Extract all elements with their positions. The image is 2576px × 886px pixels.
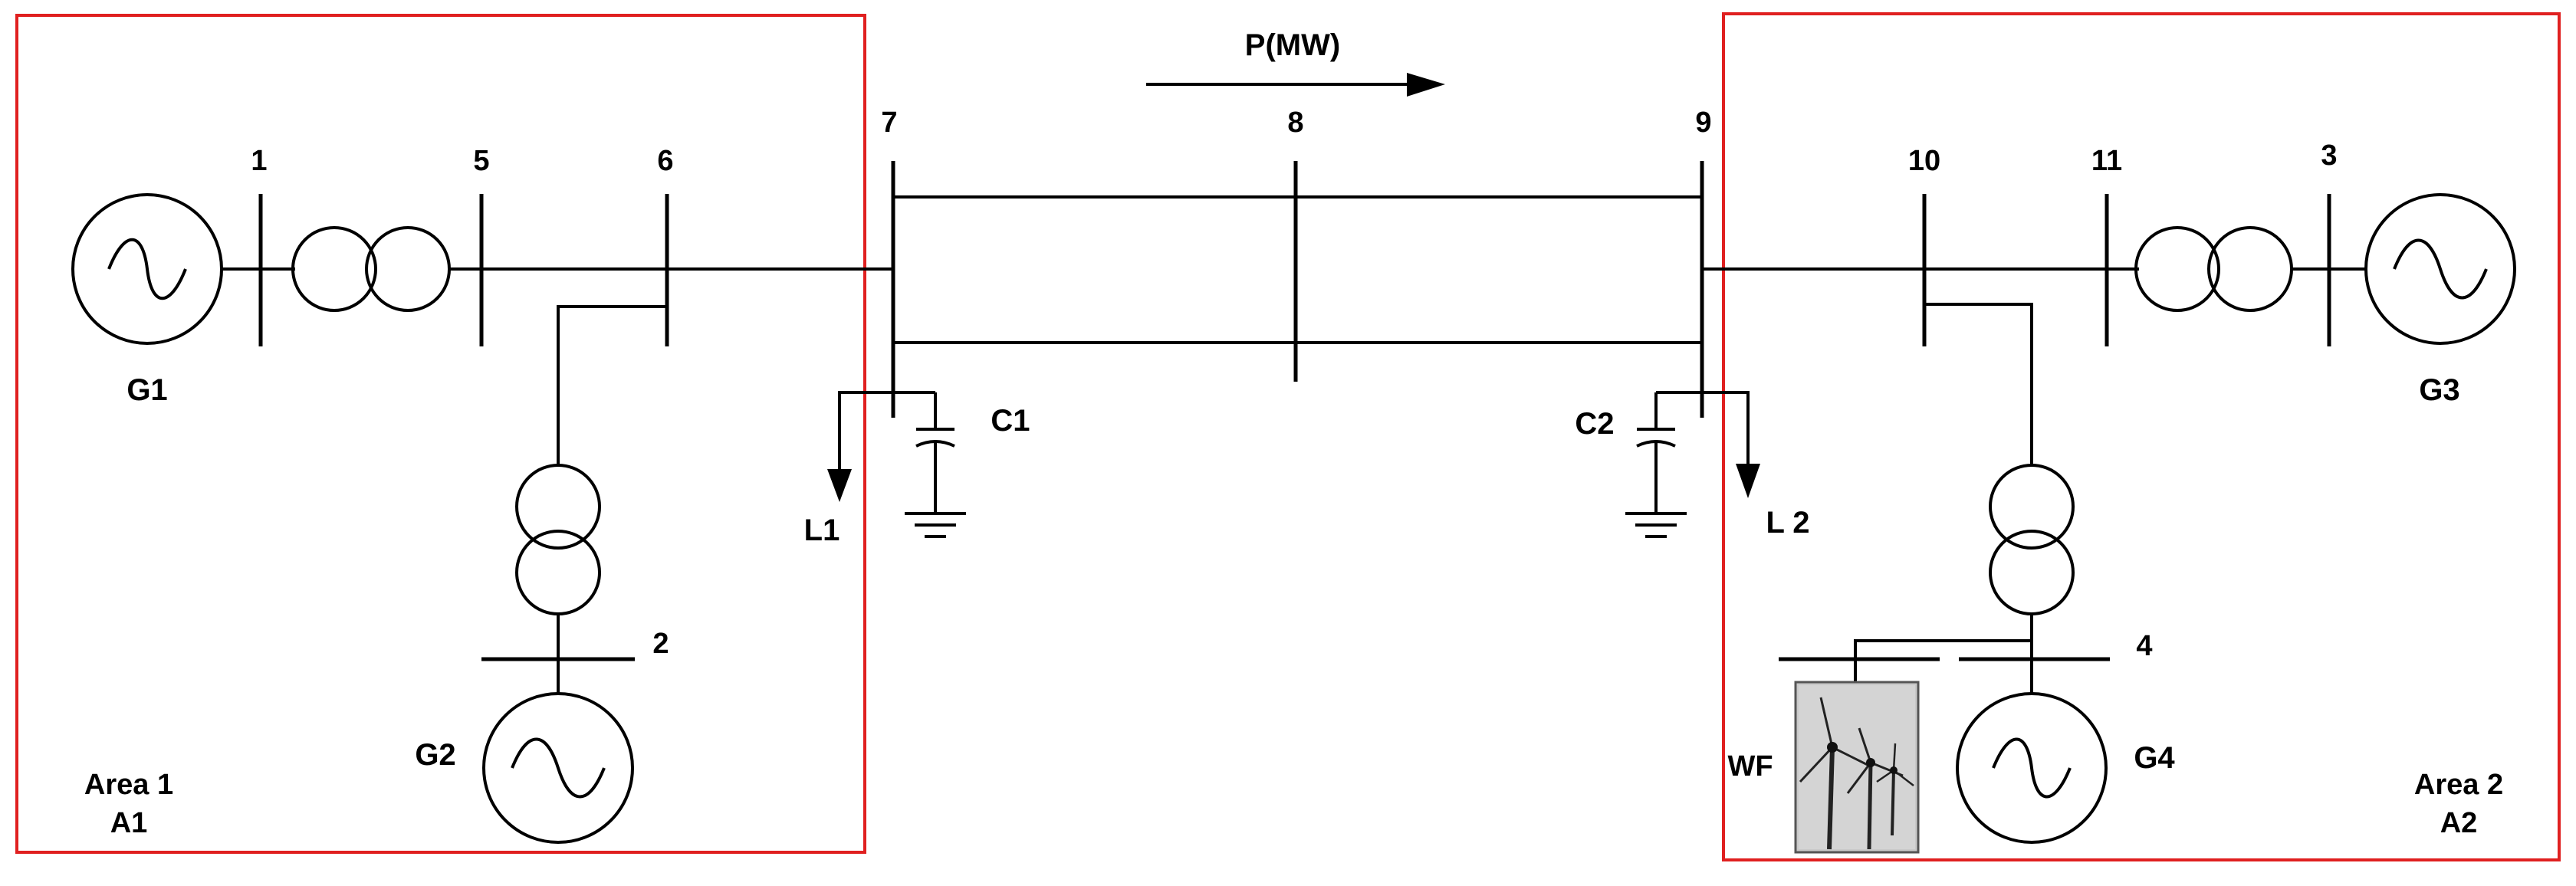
- wind-farm-image: [1794, 681, 1920, 854]
- transformer-t2-symbol: [515, 464, 601, 615]
- bus-1-label: 1: [251, 145, 267, 177]
- generator-g2-label: G2: [415, 738, 455, 772]
- area-2-title: Area 2: [2414, 769, 2503, 801]
- load-l1-label: L1: [804, 514, 840, 547]
- generator-g4-label: G4: [2134, 741, 2175, 775]
- generator-g3-label: G3: [2419, 373, 2459, 407]
- area-2-box: [1722, 12, 2561, 861]
- bus-7-label: 7: [881, 107, 897, 139]
- bus-6-label: 6: [657, 145, 673, 177]
- bus-5-label: 5: [473, 145, 489, 177]
- area-2-code: A2: [2440, 807, 2478, 839]
- transformer-t3-symbol: [2134, 226, 2293, 312]
- power-flow-label: P(MW): [1245, 28, 1340, 62]
- load-l2-label: L 2: [1766, 506, 1809, 540]
- load-l1-lead: [838, 391, 893, 475]
- c1-ground-symbol: [905, 512, 966, 538]
- area-1-box: [15, 14, 866, 854]
- generator-g1-symbol: [71, 193, 223, 345]
- wind-farm-lead: [1854, 639, 2032, 682]
- bus-11-label: 11: [2091, 145, 2122, 177]
- transformer-t4-symbol: [1989, 464, 2075, 615]
- area-1-code: A1: [110, 807, 148, 839]
- bus-2-label: 2: [652, 628, 669, 660]
- bus-4-label: 4: [2136, 630, 2152, 662]
- area-1-title: Area 1: [84, 769, 173, 801]
- bus10-to-t4-lead: [1924, 303, 2033, 465]
- load-l2-lead: [1702, 391, 1750, 468]
- capacitor-c1-label: C1: [991, 404, 1030, 438]
- generator-g1-label: G1: [127, 373, 167, 407]
- bus-8-label: 8: [1287, 107, 1303, 139]
- generator-g4-symbol: [1956, 692, 2108, 844]
- generator-g2-symbol: [482, 692, 634, 844]
- bus-3-label: 3: [2321, 139, 2337, 172]
- load-l2-arrow: [1736, 464, 1760, 498]
- wind-farm-label: WF: [1727, 750, 1773, 783]
- transformer-t1-symbol: [291, 226, 451, 312]
- bus-9-label: 9: [1695, 107, 1711, 139]
- capacitor-c2-label: C2: [1575, 407, 1614, 441]
- load-l1-arrow: [827, 469, 852, 502]
- bus6-to-t2-lead: [557, 305, 667, 465]
- power-flow-arrow: [1146, 73, 1445, 97]
- bus-10-label: 10: [1908, 145, 1940, 177]
- c2-ground-symbol: [1625, 512, 1687, 538]
- generator-g3-symbol: [2364, 193, 2516, 345]
